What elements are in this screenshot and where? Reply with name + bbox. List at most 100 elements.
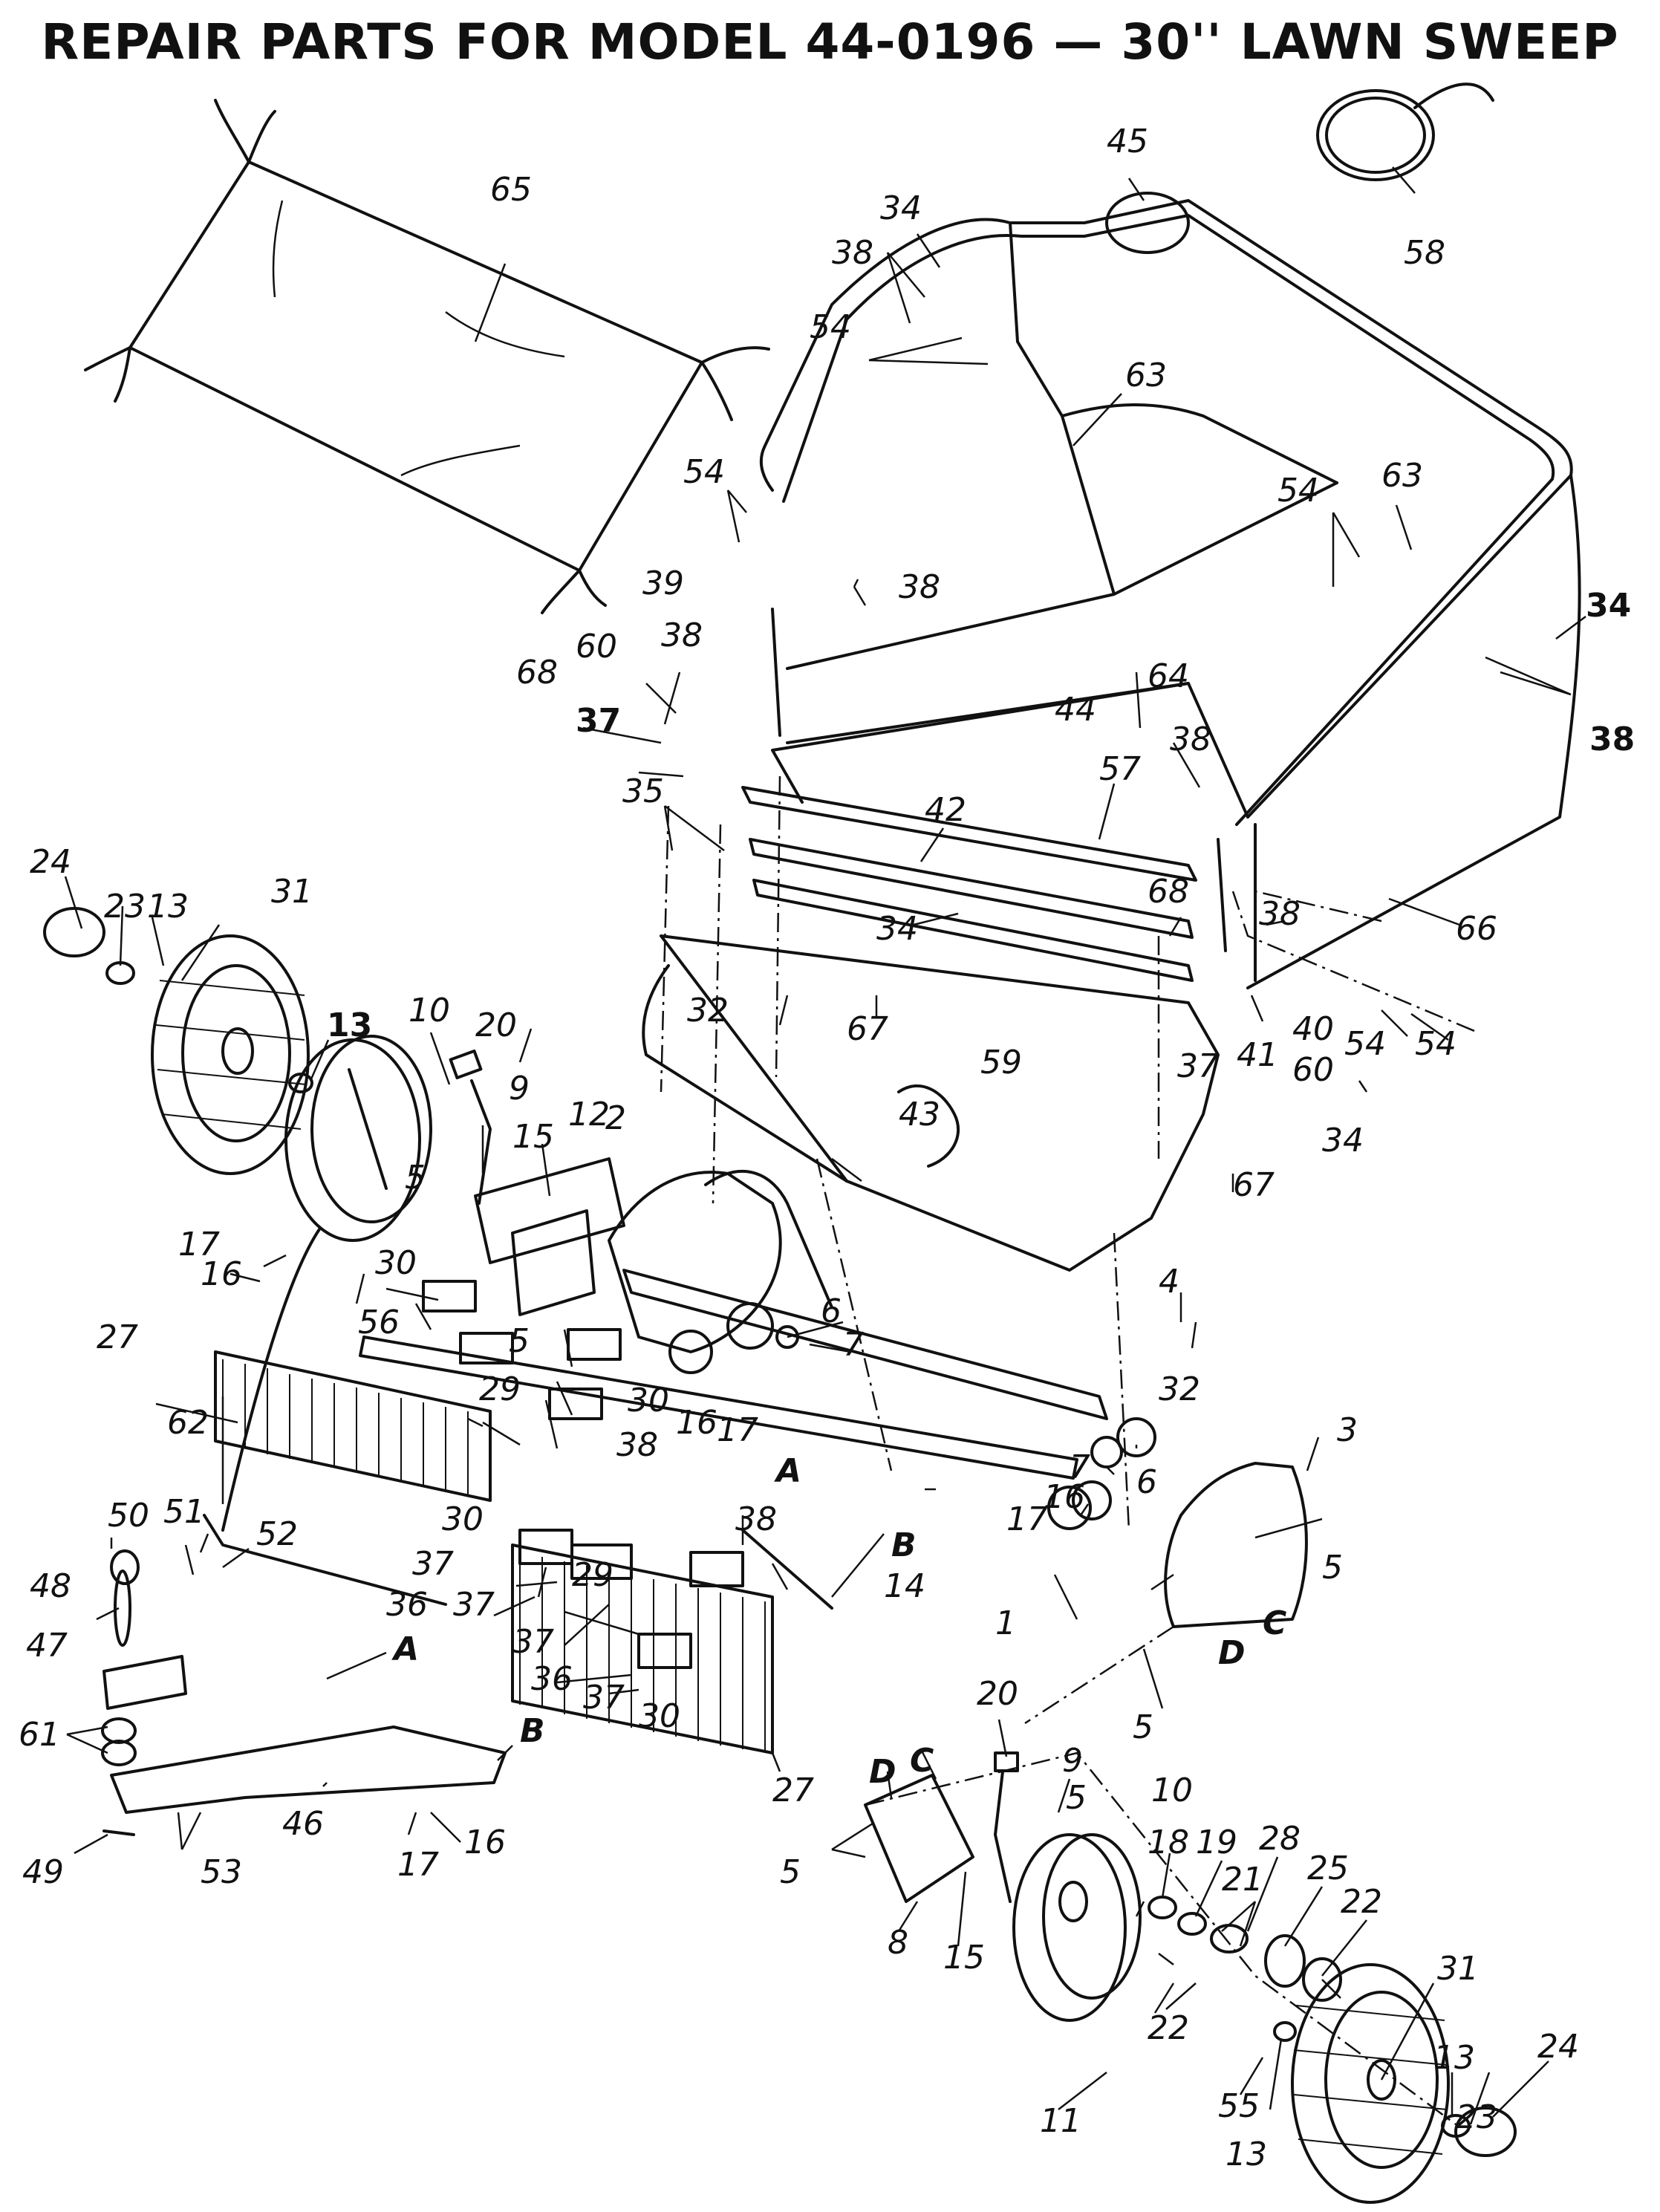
label-11: 11: [1040, 2102, 1081, 2140]
label-17: 17: [717, 1411, 758, 1449]
label-54: 54: [1415, 1025, 1456, 1063]
label-54: 54: [683, 453, 725, 491]
label-43: 43: [899, 1096, 940, 1133]
label-16: 16: [676, 1404, 717, 1442]
label-5: 5: [509, 1322, 530, 1360]
label-17: 17: [178, 1226, 220, 1263]
label-36: 36: [386, 1586, 428, 1624]
label-5: 5: [1322, 1549, 1343, 1587]
label-38: 38: [735, 1500, 777, 1538]
label-5: 5: [405, 1159, 426, 1197]
label-16: 16: [464, 1824, 506, 1861]
label-10: 10: [409, 992, 450, 1029]
label-29: 29: [479, 1370, 521, 1408]
label-65: 65: [490, 171, 532, 209]
label-30: 30: [639, 1697, 680, 1735]
label-C: C: [1263, 1604, 1286, 1642]
label-4: 4: [1159, 1263, 1179, 1301]
label-23: 23: [1456, 2098, 1497, 2136]
bag-side-panel: [771, 474, 1581, 989]
label-60: 60: [1292, 1051, 1334, 1089]
label-5: 5: [1133, 1708, 1153, 1746]
label-D: D: [869, 1753, 896, 1791]
label-54: 54: [810, 308, 851, 346]
bag-frame: [759, 192, 1573, 982]
label-55: 55: [1218, 2087, 1260, 2125]
label-63: 63: [1381, 457, 1423, 495]
left-side-plate: [608, 1170, 833, 1374]
label-9: 9: [509, 1070, 530, 1107]
label-62: 62: [167, 1404, 209, 1442]
label-22: 22: [1148, 2009, 1189, 2047]
alignment-lines: [660, 775, 1479, 2126]
page-title: REPAIR PARTS FOR MODEL 44-0196 — 30'' LA…: [41, 13, 1619, 71]
label-3: 3: [1337, 1411, 1358, 1449]
label-6: 6: [1136, 1463, 1157, 1501]
label-8: 8: [888, 1924, 908, 1962]
leader-lines: [64, 166, 1586, 2125]
bag-top-panel: [84, 99, 770, 614]
label-50: 50: [108, 1497, 149, 1535]
label-13: 13: [147, 888, 189, 926]
label-30: 30: [442, 1500, 484, 1538]
label-24: 24: [30, 843, 71, 881]
label-68: 68: [516, 654, 558, 692]
label-56: 56: [358, 1304, 400, 1341]
label-35: 35: [622, 772, 664, 810]
label-20: 20: [977, 1675, 1018, 1713]
label-15: 15: [512, 1118, 554, 1156]
label-6: 6: [821, 1292, 842, 1330]
label-36: 36: [531, 1660, 573, 1698]
label-21: 21: [1222, 1861, 1263, 1899]
label-29: 29: [572, 1556, 613, 1594]
label-38: 38: [899, 568, 940, 606]
label-13: 13: [1433, 2039, 1475, 2077]
label-34: 34: [1586, 587, 1631, 625]
main-axle-bar: [359, 1269, 1108, 1610]
label-67: 67: [1233, 1166, 1275, 1204]
label-51: 51: [163, 1493, 205, 1531]
label-54: 54: [1344, 1025, 1386, 1063]
left-wheel-assembly: [43, 907, 432, 1242]
label-34: 34: [880, 189, 922, 227]
label-2: 2: [605, 1099, 626, 1137]
label-B: B: [520, 1712, 545, 1750]
label-54: 54: [1277, 472, 1319, 510]
label-9: 9: [1062, 1742, 1083, 1780]
label-24: 24: [1537, 2028, 1579, 2066]
label-38: 38: [1170, 720, 1211, 758]
label-42: 42: [925, 791, 966, 829]
label-5: 5: [1066, 1779, 1087, 1817]
label-19: 19: [1196, 1824, 1237, 1861]
label-A: A: [774, 1452, 801, 1490]
label-39: 39: [642, 565, 684, 602]
left-height-adjuster: [449, 1049, 625, 1316]
label-B: B: [891, 1526, 917, 1564]
label-67: 67: [847, 1010, 888, 1048]
label-15: 15: [943, 1939, 985, 1977]
label-7: 7: [1070, 1448, 1090, 1486]
label-17: 17: [397, 1846, 439, 1884]
label-10: 10: [1151, 1772, 1193, 1809]
label-5: 5: [780, 1853, 801, 1891]
label-38: 38: [832, 234, 873, 272]
label-48: 48: [30, 1567, 71, 1605]
label-27: 27: [97, 1318, 138, 1356]
label-40: 40: [1292, 1010, 1334, 1048]
label-16: 16: [201, 1255, 242, 1293]
label-45: 45: [1107, 123, 1148, 160]
label-32: 32: [687, 992, 729, 1029]
label-37: 37: [412, 1545, 454, 1583]
label-61: 61: [19, 1716, 60, 1754]
label-23: 23: [104, 888, 146, 926]
label-63: 63: [1125, 357, 1167, 394]
label-53: 53: [201, 1853, 242, 1891]
part-number-labels: 65 45 58 34 38 54 63 54 38 54 63 34 39 3…: [19, 123, 1635, 2173]
label-66: 66: [1456, 910, 1497, 948]
label-38: 38: [661, 617, 703, 654]
label-32: 32: [1159, 1370, 1200, 1408]
label-13: 13: [1226, 2135, 1267, 2173]
label-68: 68: [1148, 873, 1189, 911]
